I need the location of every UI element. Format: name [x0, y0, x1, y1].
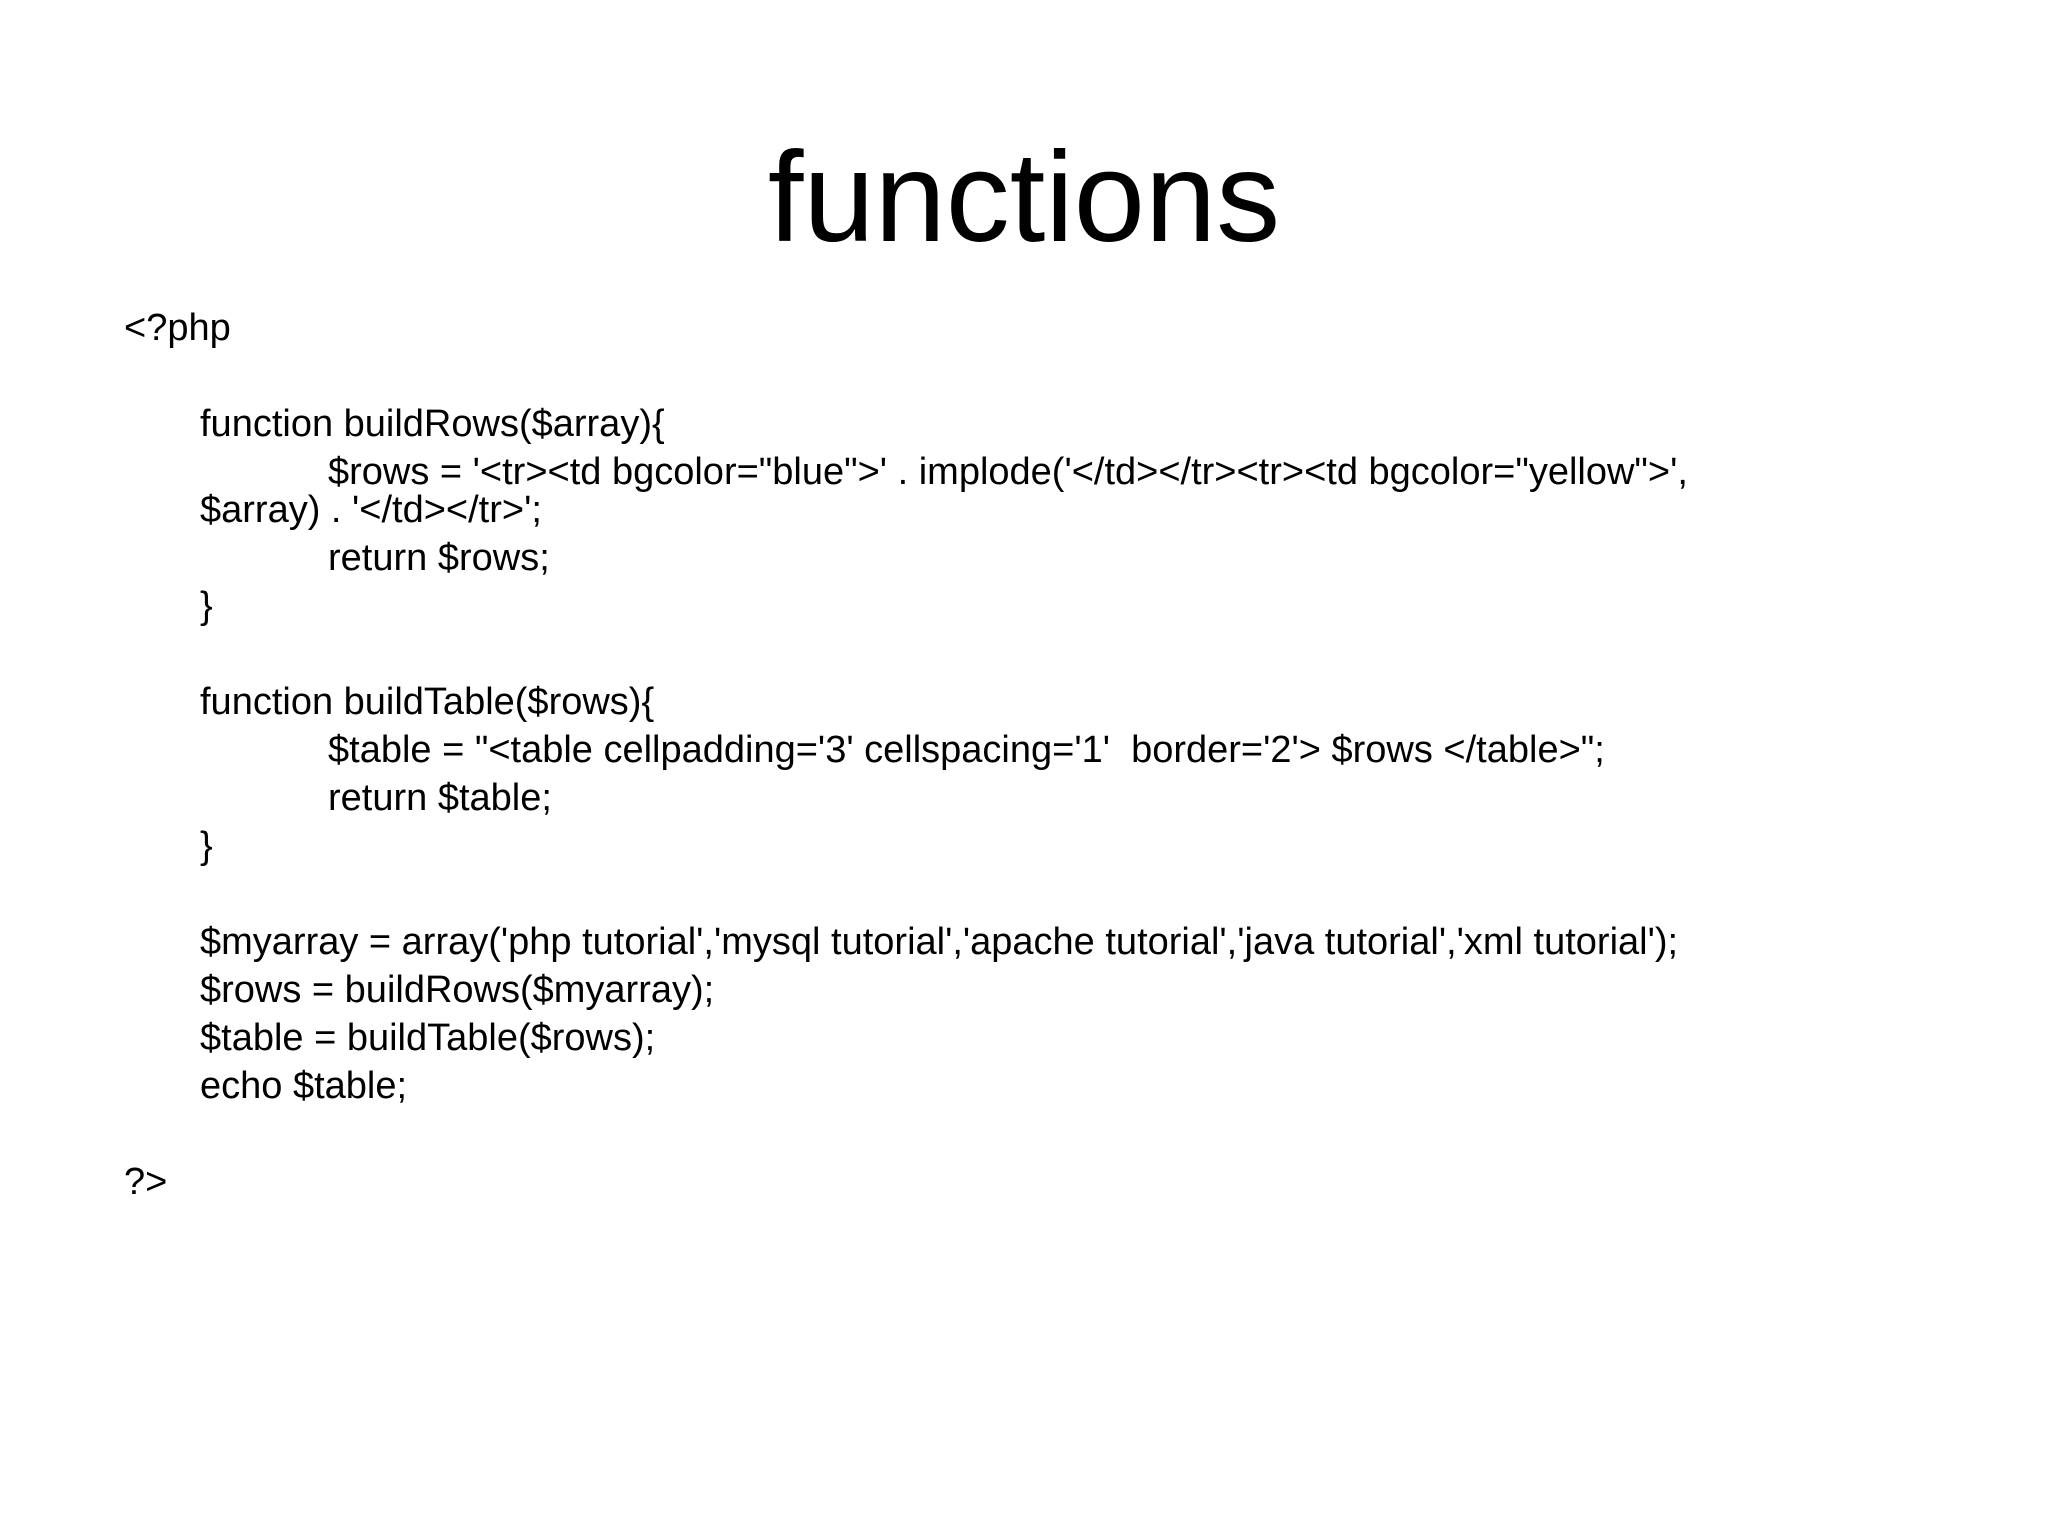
php-close-tag: ?> — [124, 1161, 168, 1203]
build-rows-signature: function buildRows($array){ — [200, 403, 665, 445]
build-rows-line-1: $rows = '<tr><td bgcolor="blue">' . impl… — [328, 451, 1688, 493]
build-table-return: return $table; — [328, 777, 552, 819]
php-open-tag: <?php — [124, 307, 231, 349]
build-table-signature: function buildTable($rows){ — [200, 681, 655, 723]
build-table-line-1: $table = "<table cellpadding='3' cellspa… — [328, 729, 1605, 771]
build-rows-close-brace: } — [200, 585, 213, 627]
main-echo-line: echo $table; — [200, 1065, 408, 1107]
main-myarray-line: $myarray = array('php tutorial','mysql t… — [200, 921, 1679, 963]
build-table-close-brace: } — [200, 825, 213, 867]
main-table-line: $table = buildTable($rows); — [200, 1017, 656, 1059]
build-rows-return: return $rows; — [328, 537, 550, 579]
main-rows-line: $rows = buildRows($myarray); — [200, 969, 715, 1011]
slide-title: functions — [767, 126, 1281, 269]
build-rows-line-1-continuation: $array) . '</td></tr>'; — [200, 489, 542, 531]
